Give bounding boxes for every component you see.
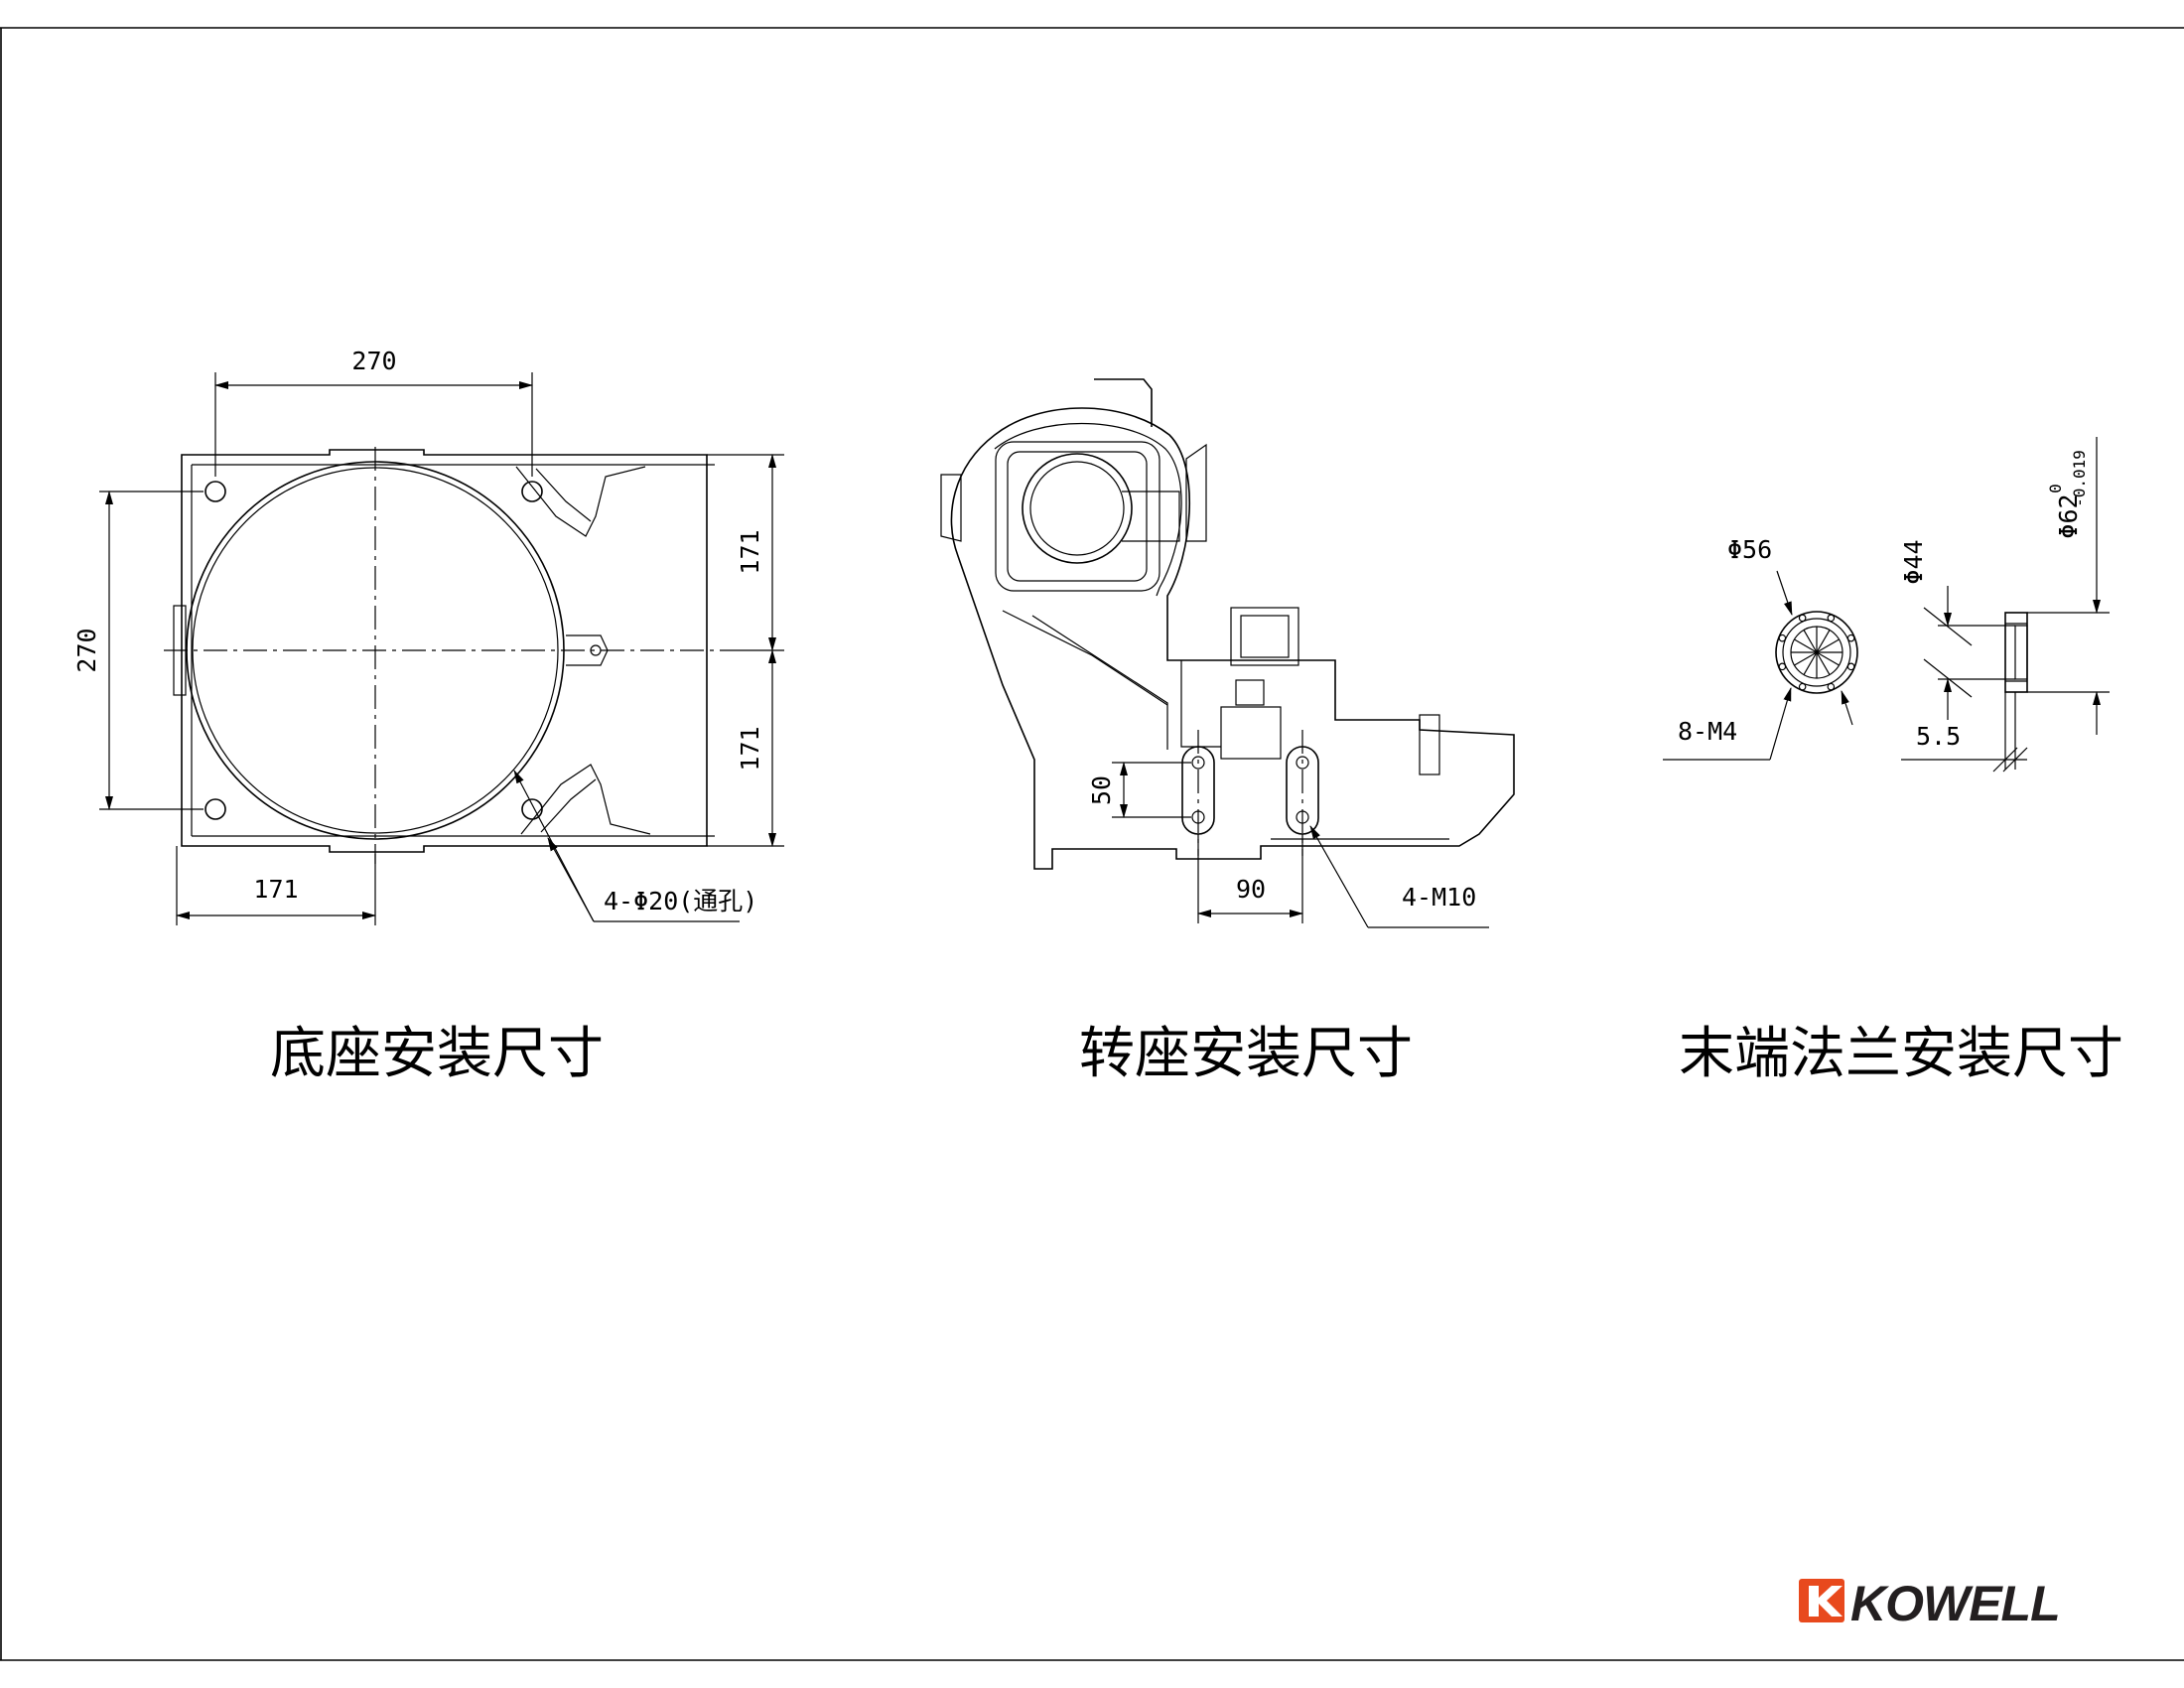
flange-bolt-hole <box>1827 682 1836 691</box>
base-holes-label: 4-Φ20(通孔) <box>604 887 757 915</box>
turret-holes-label: 4-M10 <box>1402 883 1476 912</box>
base-dim-left: 270 <box>72 491 204 810</box>
flange-spoke <box>1803 630 1818 653</box>
base-centerlines <box>164 447 730 864</box>
flange-view-caption: 末端法兰安装尺寸 <box>1679 1022 2123 1086</box>
flange-bolt-hole <box>1778 633 1787 642</box>
flange-dim-pcd-text: Φ56 <box>1727 535 1772 564</box>
flange-spoke <box>1794 638 1818 653</box>
sheet-frame <box>0 27 2184 1661</box>
turret-dim-width: 90 <box>1197 834 1303 923</box>
turret-dim-height: 50 <box>1087 762 1191 818</box>
base-dim-top: 270 <box>214 347 533 477</box>
flange-dim-pcd: Φ56 <box>1727 535 1853 726</box>
flange-bolt-hole <box>1846 662 1855 671</box>
flange-spoke <box>1816 651 1831 675</box>
flange-dim-holes: 8-M4 <box>1663 687 1792 761</box>
flange-spokes <box>1791 627 1843 678</box>
flange-side <box>2004 612 2028 693</box>
flange-bolt-hole <box>1827 614 1836 623</box>
flange-dim-holes-text: 8-M4 <box>1678 717 1737 746</box>
flange-spoke <box>1816 638 1840 653</box>
flange-front <box>1775 611 1858 694</box>
brand-name: KOWELL <box>1850 1576 2060 1631</box>
base-dim-bottom: 171 <box>176 846 376 925</box>
base-dim-right-upper-text: 171 <box>736 529 764 574</box>
turret-view: 50 90 4-M10 转座安装尺寸 <box>940 378 1515 1086</box>
flange-bolt-holes <box>1778 614 1855 691</box>
base-dim-left-text: 270 <box>72 628 101 672</box>
base-dim-right-lower-text: 171 <box>736 726 764 771</box>
flange-dim-depth-text: 5.5 <box>1916 722 1961 751</box>
turret-outline <box>940 378 1515 870</box>
flange-tol-upper: 0 <box>2046 484 2065 493</box>
flange-bolt-hole <box>1798 682 1807 691</box>
flange-spoke <box>1816 651 1840 666</box>
flange-dim-bore-text: Φ44 <box>1899 539 1928 584</box>
base-dim-right: 171 171 <box>707 454 784 847</box>
flange-dim-depth: 5.5 <box>1901 692 2028 773</box>
flange-dim-bore: Φ44 <box>1899 539 2015 720</box>
base-holes-callout: 4-Φ20(通孔) <box>513 770 757 922</box>
flange-tol-lower: -0.019 <box>2070 450 2089 507</box>
flange-spoke <box>1803 651 1818 675</box>
base-view-caption: 底座安装尺寸 <box>270 1022 604 1086</box>
flange-spoke <box>1794 651 1818 666</box>
flange-dim-outer: Φ62 0 -0.019 <box>2027 437 2110 735</box>
flange-spoke <box>1816 630 1831 653</box>
kowell-k-mark-icon <box>1799 1579 1844 1622</box>
base-view: 270 270 171 171 171 4-Φ20(通孔) <box>72 347 784 1086</box>
turret-dim-width-text: 90 <box>1236 875 1266 904</box>
brand-logo: KOWELL <box>1799 1576 2061 1631</box>
flange-bolt-hole <box>1798 614 1807 623</box>
flange-bolt-hole <box>1778 662 1787 671</box>
turret-dim-height-text: 50 <box>1087 775 1116 805</box>
turret-view-caption: 转座安装尺寸 <box>1079 1022 1413 1086</box>
flange-view: Φ56 8-M4 Φ44 Φ62 0 <box>1663 437 2123 1086</box>
flange-bolt-hole <box>1846 633 1855 642</box>
turret-holes-callout: 4-M10 <box>1309 825 1489 928</box>
base-dim-bottom-text: 171 <box>253 875 298 904</box>
flange-dim-outer-text: Φ62 <box>2054 493 2083 538</box>
base-dim-top-text: 270 <box>351 347 396 375</box>
